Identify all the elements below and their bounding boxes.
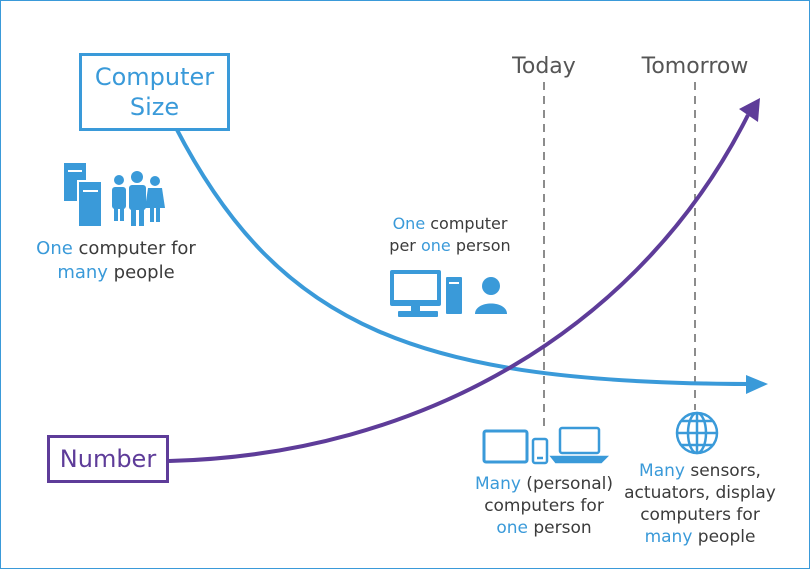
caption-word: computers for (640, 505, 760, 525)
caption-word: person (450, 236, 511, 255)
caption-word: person (527, 518, 592, 538)
globe-icon (675, 411, 719, 455)
caption-word: Many (639, 461, 685, 481)
caption-word: one (420, 236, 451, 255)
person-icon (475, 277, 507, 314)
number-box-label: Number (59, 445, 157, 473)
pc-caption: One computer per one person (380, 213, 520, 257)
caption-word: One (392, 214, 426, 233)
phone-icon (531, 437, 549, 465)
personal-caption: Many (personal) computers for one person (468, 473, 620, 539)
tablet-icon (482, 429, 529, 464)
caption-word: many (644, 527, 693, 547)
caption-word: computer for (72, 238, 196, 259)
caption-word: per (389, 236, 421, 255)
caption-word: One (36, 238, 73, 259)
tomorrow-label: Tomorrow (641, 54, 749, 79)
caption-word: actuators, display (624, 483, 776, 503)
number-curve-arrowhead (739, 98, 760, 122)
caption-word: computer (425, 214, 508, 233)
size-curve (173, 125, 751, 386)
laptop-icon (549, 426, 610, 464)
caption-word: (personal) (520, 474, 613, 494)
number-curve (168, 114, 750, 463)
caption-word: one (496, 518, 528, 538)
caption-word: Many (474, 474, 521, 494)
caption-word: people (107, 262, 175, 283)
mainframe-caption: One computer for many people (30, 237, 202, 285)
iot-caption: Many sensors, actuators, display compute… (616, 460, 784, 548)
size-box-line-1: Computer (94, 63, 215, 91)
people-group-icon (112, 171, 165, 226)
number-box: Number (47, 435, 169, 483)
caption-word: people (692, 527, 756, 547)
today-label: Today (512, 54, 576, 79)
caption-word: many (57, 262, 108, 283)
caption-word: computers for (484, 496, 604, 516)
caption-word: sensors, (684, 461, 761, 481)
desktop-computer-icon (390, 270, 462, 317)
size-box-line-2: Size (129, 93, 180, 121)
servers-icon (64, 163, 103, 228)
size-curve-arrowhead (746, 375, 768, 394)
